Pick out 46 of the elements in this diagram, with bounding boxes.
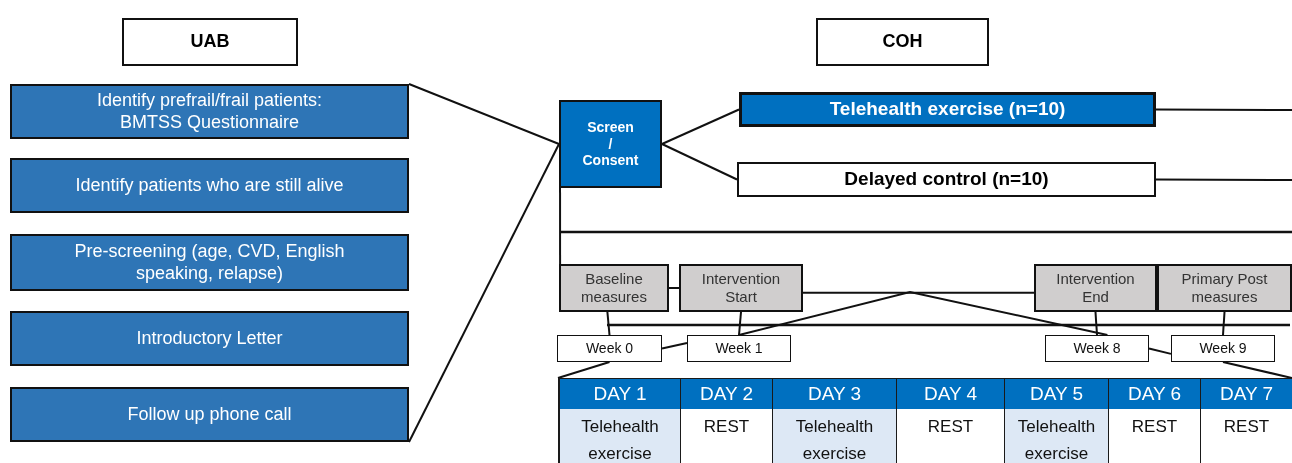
week-box: Week 1	[687, 335, 791, 362]
week-box: Week 8	[1045, 335, 1149, 362]
day-header-cell: DAY 1	[559, 379, 681, 409]
study-arm-box: Delayed control (n=10)	[737, 162, 1156, 197]
connector-line	[661, 108, 740, 145]
connector-line	[606, 311, 611, 336]
activity-cell: Telehealth exercise	[559, 409, 681, 463]
week-box: Week 9	[1171, 335, 1275, 362]
connector-line	[559, 187, 562, 265]
process-box: Identify prefrail/frail patients: BMTSS Questionnaire	[10, 84, 409, 139]
study-arm-box: Telehealth exercise (n=10)	[739, 92, 1156, 127]
connector-line	[1222, 311, 1226, 336]
activity-cell: Telehealth exercise	[773, 409, 897, 463]
activity-cell: Telehealth exercise	[1005, 409, 1109, 463]
connector-line	[738, 290, 1109, 336]
week-box: Week 0	[557, 335, 662, 362]
connector-line	[1094, 311, 1098, 336]
connector-line	[738, 311, 742, 336]
connector-line	[1148, 347, 1172, 355]
connector-line	[661, 143, 738, 181]
connector-line	[408, 83, 560, 145]
timepoint-box: Primary Post measures	[1157, 264, 1292, 312]
connector-line	[557, 361, 611, 379]
schedule-table	[558, 378, 1292, 463]
site-header-box: UAB	[122, 18, 298, 66]
timepoint-box: Intervention Start	[679, 264, 803, 312]
day-header-cell: DAY 6	[1109, 379, 1201, 409]
timepoint-box: Intervention End	[1034, 264, 1157, 312]
process-box: Pre-screening (age, CVD, English speaking, relapse)	[10, 234, 409, 291]
process-box: Identify patients who are still alive	[10, 158, 409, 213]
connector-line	[408, 143, 560, 443]
connector-line	[802, 291, 1035, 294]
process-box: Introductory Letter	[10, 311, 409, 366]
day-header-cell: DAY 5	[1005, 379, 1109, 409]
connector-line	[661, 342, 688, 350]
connector-line	[1155, 178, 1292, 181]
day-header-cell: DAY 2	[681, 379, 773, 409]
process-box: Follow up phone call	[10, 387, 409, 442]
site-header-box: COH	[816, 18, 989, 66]
day-header-cell: DAY 4	[897, 379, 1005, 409]
timepoint-box: Baseline measures	[559, 264, 669, 312]
connector-line	[1155, 108, 1292, 111]
day-header-cell: DAY 7	[1201, 379, 1292, 409]
connector-line	[668, 287, 680, 289]
day-header-cell: DAY 3	[773, 379, 897, 409]
process-box: Screen / Consent	[559, 100, 662, 188]
